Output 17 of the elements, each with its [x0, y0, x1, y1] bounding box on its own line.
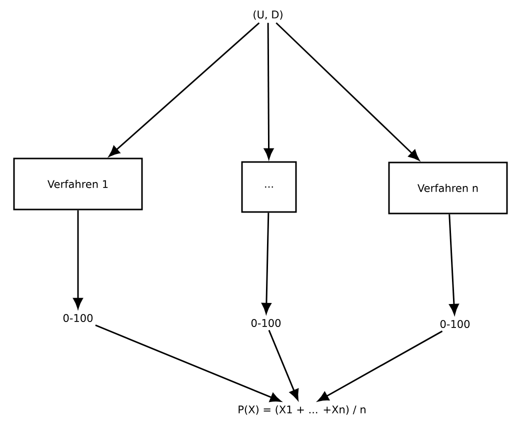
- arrow: [108, 22, 260, 157]
- text-label: 0-100: [440, 320, 470, 328]
- process-box: ...: [241, 161, 297, 213]
- text-label: P(X) = (X1 + ... +Xn) / n: [238, 405, 366, 415]
- arrow: [95, 324, 282, 402]
- arrow: [318, 330, 443, 402]
- arrow: [73, 210, 83, 309]
- arrow: [276, 22, 420, 161]
- arrow: [264, 22, 274, 160]
- arrow: [268, 330, 299, 400]
- process-box: Verfahren 1: [13, 158, 143, 210]
- arrow: [262, 212, 272, 314]
- text-label: 0-100: [63, 314, 93, 322]
- text-label: 0-100: [251, 319, 281, 327]
- process-box: Verfahren n: [388, 162, 508, 214]
- text-label: (U, D): [254, 10, 282, 20]
- arrow: [448, 214, 459, 315]
